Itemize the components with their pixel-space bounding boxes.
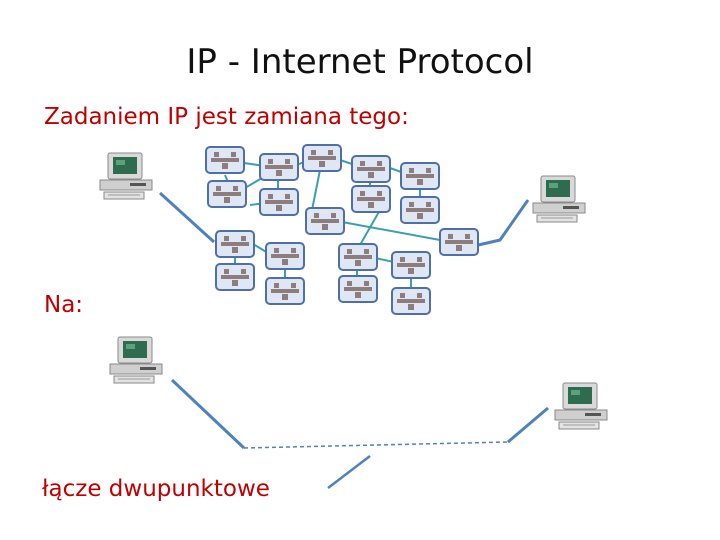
desktop-computer-icon — [532, 175, 586, 223]
router-node-icon — [204, 145, 246, 175]
router-node-icon — [214, 262, 256, 292]
router-node-icon — [390, 250, 432, 280]
desktop-computer-icon — [109, 336, 163, 384]
router-node-icon — [350, 154, 392, 184]
label-point-to-point-link: łącze dwupunktowe — [42, 476, 270, 502]
point-to-point-link — [170, 378, 549, 489]
router-node-icon — [206, 179, 248, 209]
router-node-icon — [258, 152, 300, 182]
router-node-icon — [390, 286, 432, 316]
router-node-icon — [350, 184, 392, 214]
router-node-icon — [258, 187, 300, 217]
router-node-icon — [337, 274, 379, 304]
label-with: Na: — [44, 292, 84, 318]
router-node-icon — [438, 227, 480, 257]
router-node-icon — [214, 229, 256, 259]
router-node-icon — [337, 242, 379, 272]
router-node-icon — [264, 276, 306, 306]
link-pointer-line — [327, 455, 371, 489]
desktop-computer-icon — [554, 382, 608, 430]
host-links-top — [158, 191, 530, 248]
label-replace-this: Zadaniem IP jest zamiana tego: — [44, 104, 409, 130]
slide-title: IP - Internet Protocol — [186, 42, 534, 82]
router-node-icon — [304, 206, 346, 236]
router-node-icon — [399, 195, 441, 225]
router-mesh — [204, 143, 480, 316]
desktop-computer-icon — [99, 152, 153, 200]
router-node-icon — [301, 143, 343, 173]
router-node-icon — [264, 241, 306, 271]
router-node-icon — [399, 161, 441, 191]
